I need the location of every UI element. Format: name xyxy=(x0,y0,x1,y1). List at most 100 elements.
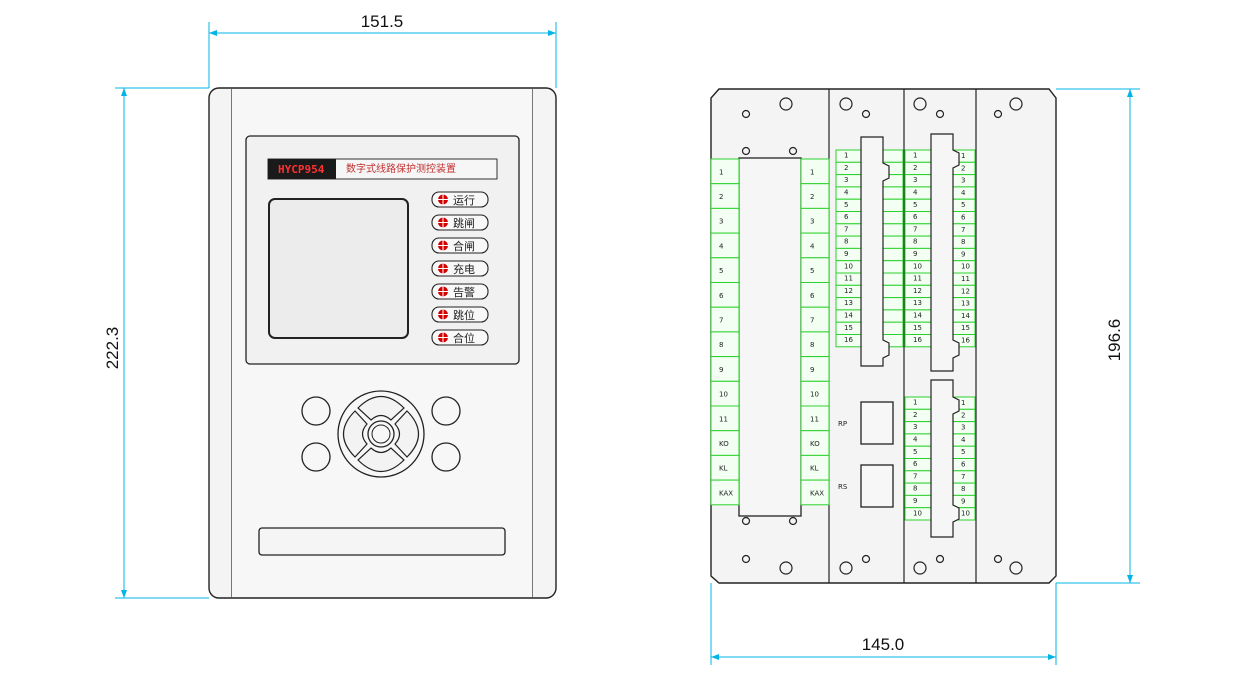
indicator-7: 合位 xyxy=(431,329,489,346)
function-key-bottom-right[interactable] xyxy=(431,442,461,472)
terminal-label: 10 xyxy=(719,391,728,399)
terminal-label: 2 xyxy=(961,411,965,419)
terminal-label: 5 xyxy=(961,448,965,456)
terminal-label: 13 xyxy=(913,299,922,307)
terminal-label: 9 xyxy=(961,250,965,258)
module3-upper-terminal: 11 xyxy=(904,272,932,286)
terminal-label: 15 xyxy=(961,324,970,332)
module3-upper-terminal: 5 xyxy=(904,198,932,212)
terminal-label: 7 xyxy=(913,472,917,480)
terminal-label: 2 xyxy=(810,193,814,201)
terminal-label: KO xyxy=(719,440,729,448)
terminal-label: 6 xyxy=(961,461,966,469)
terminal-label: 14 xyxy=(961,312,970,320)
module1-left-terminal: 3 xyxy=(710,207,740,234)
module3-upper-terminal: 3 xyxy=(904,174,932,188)
arrow-up-key[interactable] xyxy=(357,395,405,421)
arrow-right-key[interactable] xyxy=(394,410,420,458)
terminal-label: 11 xyxy=(913,275,922,283)
terminal-label: 7 xyxy=(810,317,814,325)
module3-upper-terminal: 9 xyxy=(904,247,932,262)
module2-terminal: 7 xyxy=(835,223,862,237)
terminal-label: 14 xyxy=(844,312,853,320)
module2-terminal: 4 xyxy=(835,186,862,200)
terminal-label: 3 xyxy=(913,423,917,431)
terminal-label: 9 xyxy=(913,250,917,258)
module3-lower-terminal: 5 xyxy=(904,445,932,460)
terminal-label: 16 xyxy=(913,336,922,344)
module1-left-terminal: 7 xyxy=(710,306,740,333)
label-slot xyxy=(258,527,506,556)
module2-terminal: 3 xyxy=(835,174,862,188)
function-key-top-left[interactable] xyxy=(301,396,331,426)
terminal-label: 4 xyxy=(961,189,966,197)
module1-right-terminal: 2 xyxy=(800,183,830,209)
rear-view: 1234567891011KOKLKAX1234567891011KOKLKAX… xyxy=(710,88,1140,665)
module3-upper-terminal: 10 xyxy=(904,260,932,274)
arrow-left-key[interactable] xyxy=(342,410,368,458)
module2-terminal: 1 xyxy=(835,149,862,163)
module1-connector xyxy=(738,157,802,517)
terminal-label: 13 xyxy=(961,300,970,308)
function-key-top-right[interactable] xyxy=(431,396,461,426)
mounting-holes xyxy=(741,97,1023,575)
terminal-label: 11 xyxy=(810,415,819,423)
terminal-label: 6 xyxy=(844,213,849,221)
terminal-label: 10 xyxy=(961,510,970,518)
terminal-label: 10 xyxy=(913,509,922,517)
terminal-label: 15 xyxy=(844,324,853,332)
indicator-5: 告警 xyxy=(431,283,489,300)
terminal-label: 5 xyxy=(719,267,723,275)
module1-right-terminal: 7 xyxy=(800,306,830,333)
terminal-label: 7 xyxy=(961,226,965,234)
module1-left-terminal: 6 xyxy=(710,282,740,308)
module3-lower-terminal: 1 xyxy=(904,396,932,410)
module2-terminal: 6 xyxy=(835,211,862,225)
lcd-screen xyxy=(268,198,409,339)
module1-left-terminal: 2 xyxy=(710,183,740,209)
module3-upper-terminal: 15 xyxy=(904,321,932,336)
module3-upper-connector xyxy=(930,133,960,372)
indicator-label: 跳闸 xyxy=(453,216,475,230)
indicator-label: 告警 xyxy=(453,285,475,299)
module3-upper-terminal: 6 xyxy=(904,211,932,225)
device-name-label: 数字式线路保护测控装置 xyxy=(346,162,456,175)
module1-right-terminal: 10 xyxy=(800,380,830,407)
arrow-down-key[interactable] xyxy=(357,447,405,473)
keypad xyxy=(301,390,461,478)
indicator-label: 跳位 xyxy=(453,308,475,322)
terminal-label: 2 xyxy=(719,193,723,201)
terminal-label: 4 xyxy=(810,242,815,250)
module2-terminal: 10 xyxy=(835,260,862,274)
terminal-label: 1 xyxy=(913,399,917,407)
terminal-blocks: 1234567891011KOKLKAX1234567891011KOKLKAX… xyxy=(710,149,976,521)
terminal-label: 9 xyxy=(913,497,917,505)
module3-upper-terminal: 14 xyxy=(904,309,932,323)
module1-right-terminal: 4 xyxy=(800,232,830,259)
module1-right-terminal: 11 xyxy=(800,405,830,432)
terminal-label: 5 xyxy=(913,448,917,456)
terminal-label: 6 xyxy=(913,460,918,468)
module2-terminal: 9 xyxy=(835,247,862,262)
terminal-label: 8 xyxy=(913,485,917,493)
module3-lower-terminal: 10 xyxy=(904,507,932,521)
front-width-label: 151.5 xyxy=(361,12,404,31)
indicator-label: 运行 xyxy=(453,194,475,207)
terminal-label: KL xyxy=(810,465,819,473)
terminal-label: 8 xyxy=(961,238,965,246)
terminal-label: 6 xyxy=(913,213,918,221)
function-key-bottom-left[interactable] xyxy=(301,442,331,472)
terminal-label: 2 xyxy=(844,164,848,172)
terminal-label: 15 xyxy=(913,324,922,332)
terminal-label: 8 xyxy=(719,341,723,349)
module1-left-terminal: KL xyxy=(710,454,740,481)
terminal-label: 9 xyxy=(844,250,848,258)
terminal-label: 10 xyxy=(913,262,922,270)
terminal-label: 8 xyxy=(810,341,814,349)
terminal-label: 1 xyxy=(719,168,723,176)
terminal-label: 7 xyxy=(719,317,723,325)
terminal-label: 6 xyxy=(961,214,966,222)
module3-upper-terminal: 4 xyxy=(904,186,932,200)
